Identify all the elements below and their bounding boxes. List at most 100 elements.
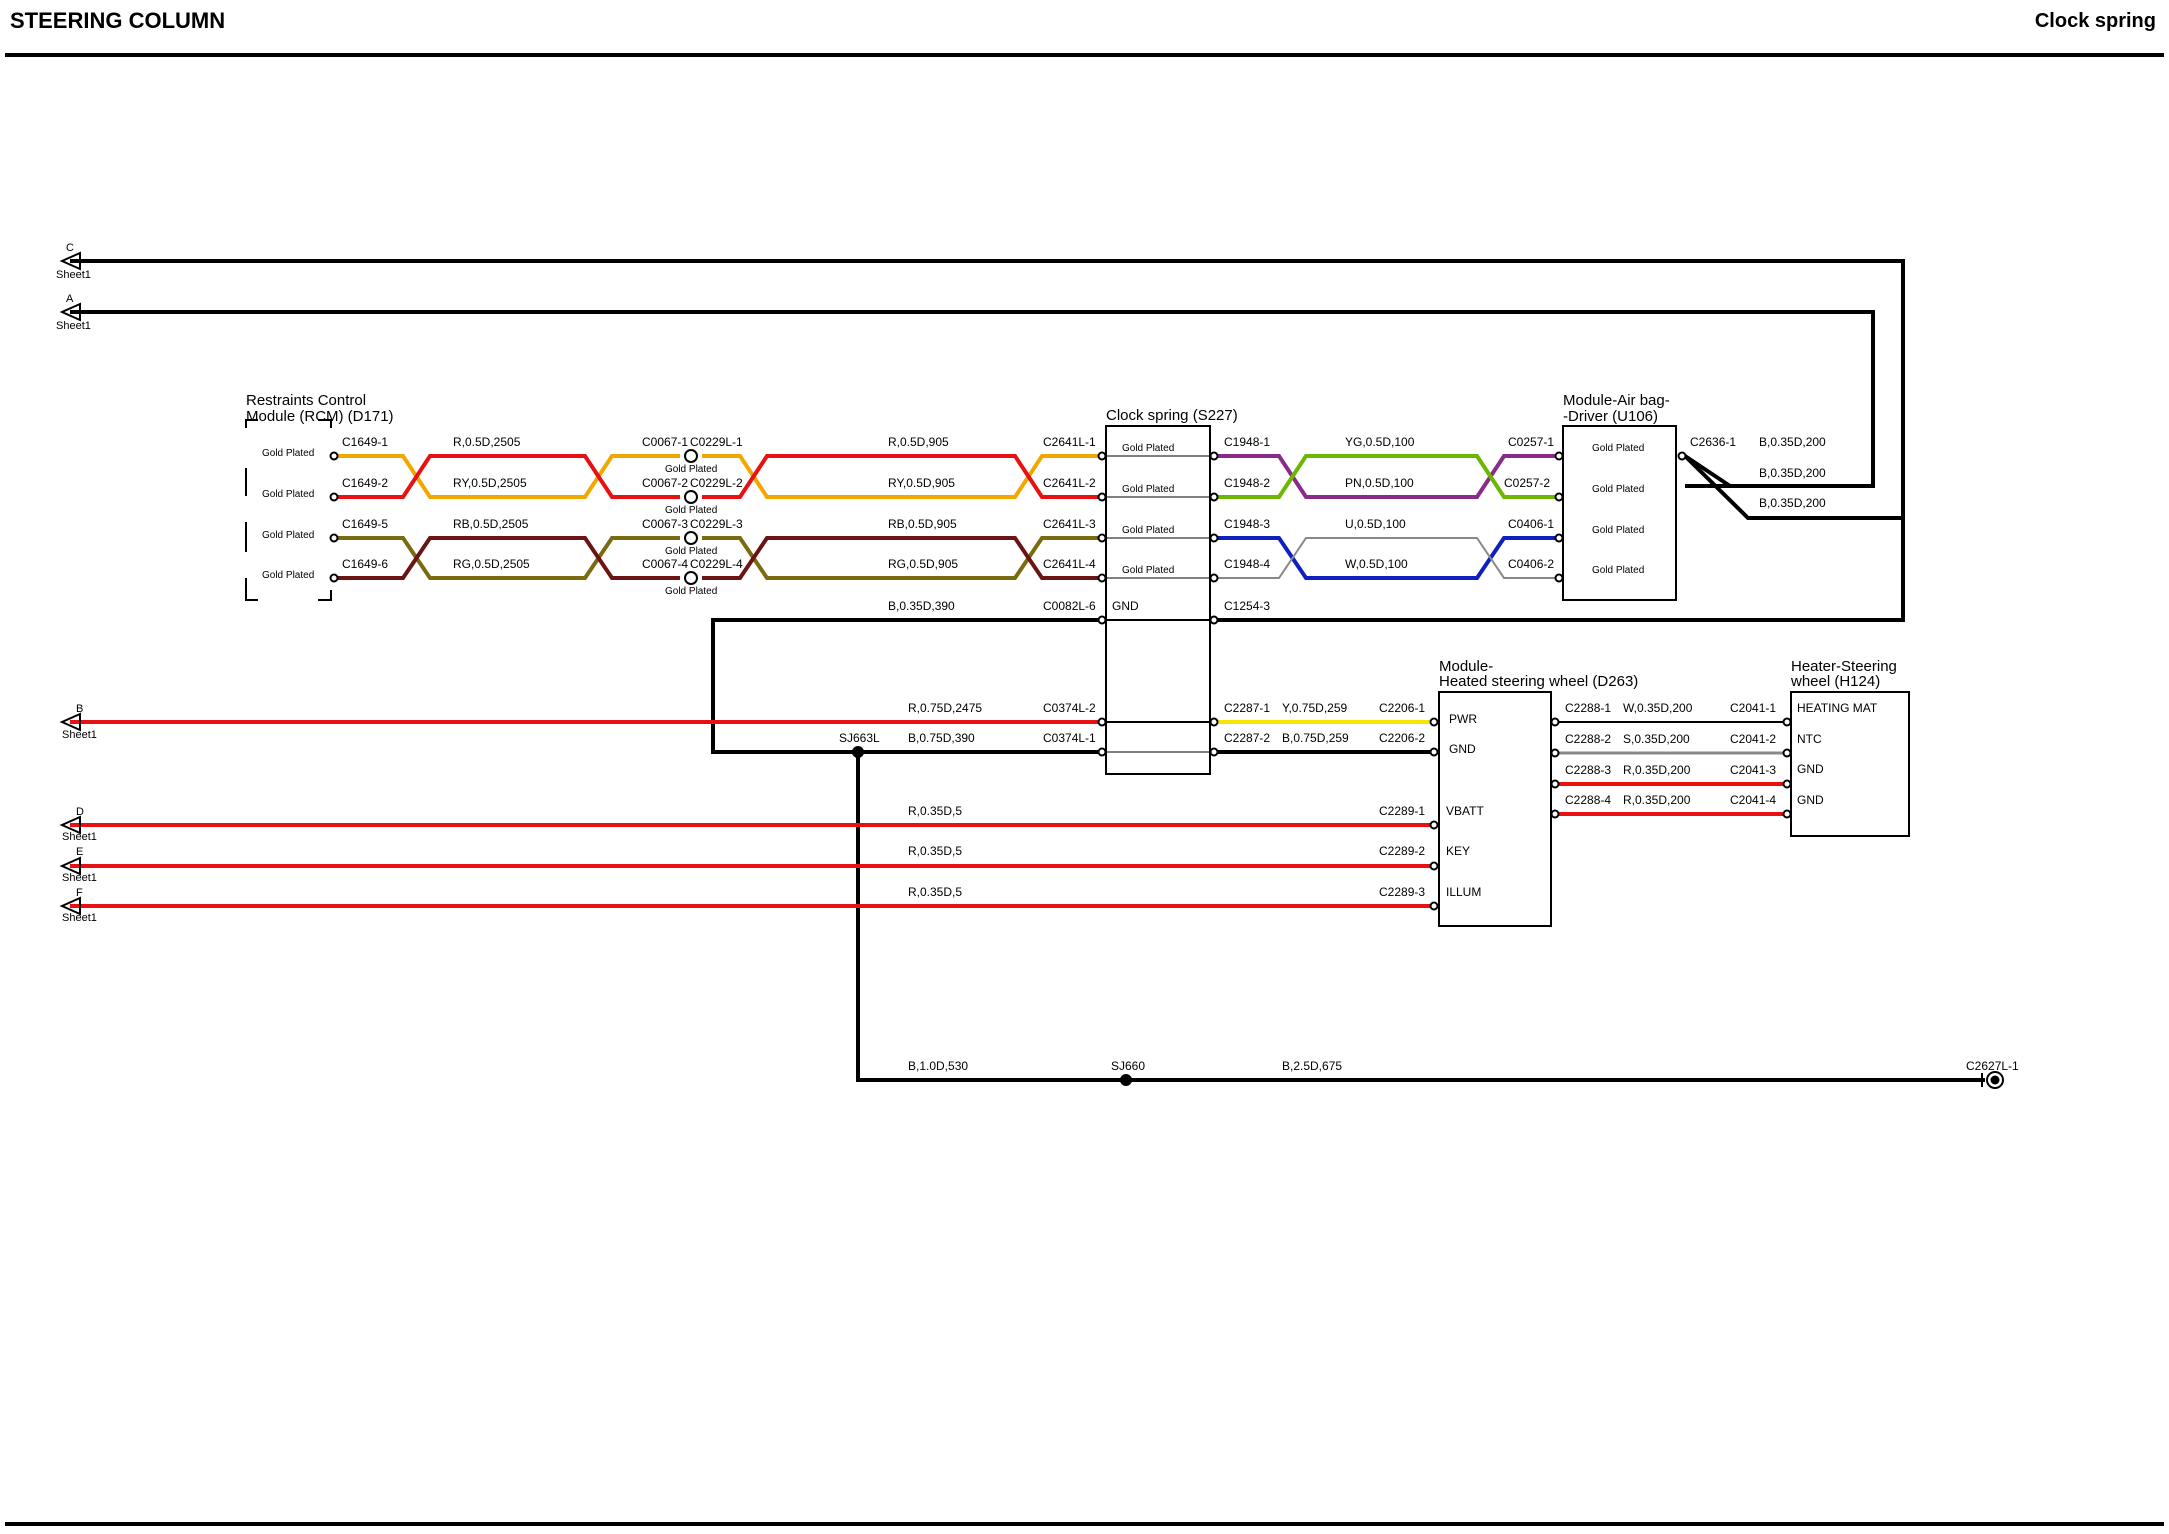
pin-terminals (329, 451, 1792, 911)
connector-label: C0229L-4 (690, 557, 743, 571)
wire-c-loop (70, 259, 1905, 622)
heater-pin-label: HEATING MAT (1797, 701, 1878, 715)
connector-label: C2641L-1 (1043, 435, 1096, 449)
twisted-pair-clock-airbag-1 (1216, 454, 1556, 499)
connector-label: C1649-2 (342, 476, 388, 490)
clockspring-box (1105, 425, 1211, 775)
airbag-title-line2: -Driver (U106) (1563, 408, 1658, 425)
connector-label: C2288-1 (1565, 701, 1611, 715)
rcm-gold-label: Gold Plated (262, 530, 314, 541)
rcm-title-line2: Module (RCM) (D171) (246, 408, 394, 425)
wire-gnd-loop (711, 618, 1100, 754)
connector-label: C0374L-1 (1043, 731, 1096, 745)
heater-element-box (1790, 691, 1910, 837)
heated-pin-label: ILLUM (1446, 885, 1481, 899)
wire-label: RB,0.5D,2505 (453, 517, 529, 531)
connector-label: C0229L-2 (690, 476, 743, 490)
connector-label: C2289-3 (1379, 885, 1425, 899)
connector-label: C2206-1 (1379, 701, 1425, 715)
twisted-pair-rcm-inline-1 (338, 454, 680, 499)
twisted-pair-rcm-inline-2 (338, 536, 680, 580)
wire-label: W,0.35D,200 (1623, 701, 1693, 715)
clockspring-gold-label: Gold Plated (1122, 565, 1174, 576)
offsheet-sheet: Sheet1 (56, 269, 91, 281)
wire-label: B,0.35D,200 (1759, 466, 1826, 480)
connector-label: C0067-3 (642, 517, 688, 531)
wire-label: B,0.35D,390 (888, 599, 955, 613)
rcm-gold-label: Gold Plated (262, 448, 314, 459)
heater-pin-label: GND (1797, 762, 1824, 776)
heated-wheel-module-box (1438, 691, 1552, 927)
connector-label: C0406-1 (1508, 517, 1554, 531)
connector-label: C2641L-3 (1043, 517, 1096, 531)
connector-label: C1649-5 (342, 517, 388, 531)
wire-label: B,2.5D,675 (1282, 1059, 1342, 1073)
inline-connectors (684, 449, 698, 585)
wire-label: B,0.35D,200 (1759, 496, 1826, 510)
connector-label: C0082L-6 (1043, 599, 1096, 613)
connector-label: C2041-4 (1730, 793, 1776, 807)
connector-label: C2636-1 (1690, 435, 1736, 449)
wire-label: B,1.0D,530 (908, 1059, 968, 1073)
offsheet-sheet: Sheet1 (62, 729, 97, 741)
offsheet-sheet: Sheet1 (62, 912, 97, 924)
heated-pin-label: KEY (1446, 844, 1470, 858)
connector-label: C0067-4 (642, 557, 688, 571)
inline-gold-label: Gold Plated (665, 505, 717, 516)
wire-label: R,0.35D,5 (908, 844, 962, 858)
heated-pin-label: VBATT (1446, 804, 1484, 818)
splice-label: SJ660 (1111, 1059, 1145, 1073)
clockspring-gnd-label: GND (1112, 599, 1139, 613)
clockspring-title: Clock spring (S227) (1106, 407, 1238, 424)
offsheet-letter: B (76, 703, 83, 715)
wire-label: R,0.35D,200 (1623, 763, 1691, 777)
page-title: STEERING COLUMN (10, 8, 226, 33)
wire-label: RG,0.5D,905 (888, 557, 958, 571)
rcm-gold-label: Gold Plated (262, 570, 314, 581)
wire-label: W,0.5D,100 (1345, 557, 1408, 571)
connector-label: C1649-1 (342, 435, 388, 449)
wire-airbag-out-3 (1683, 454, 1903, 520)
connector-label: C2627L-1 (1966, 1059, 2019, 1073)
twisted-pair-inline-clock-1 (702, 454, 1100, 499)
wire-label: R,0.5D,2505 (453, 435, 521, 449)
airbag-gold-label: Gold Plated (1592, 565, 1644, 576)
splice-sj663l (852, 746, 864, 758)
offsheet-letter: D (76, 806, 84, 818)
clockspring-gold-label: Gold Plated (1122, 525, 1174, 536)
wire-label: RY,0.5D,2505 (453, 476, 527, 490)
offsheet-sheet: Sheet1 (62, 872, 97, 884)
connector-label: C2288-2 (1565, 732, 1611, 746)
wire-label: R,0.35D,5 (908, 885, 962, 899)
page-subtitle: Clock spring (2034, 10, 2156, 32)
offsheet-letter: C (66, 242, 74, 254)
wire-label: B,0.35D,200 (1759, 435, 1826, 449)
airbag-title-line1: Module-Air bag- (1563, 392, 1670, 409)
connector-label: C0229L-1 (690, 435, 743, 449)
inline-gold-label: Gold Plated (665, 546, 717, 557)
wire-label: R,0.35D,5 (908, 804, 962, 818)
rcm-module (245, 419, 332, 601)
connector-label: C0374L-2 (1043, 701, 1096, 715)
connector-label: C0257-2 (1504, 476, 1550, 490)
airbag-gold-label: Gold Plated (1592, 484, 1644, 495)
wire-label: RG,0.5D,2505 (453, 557, 530, 571)
connector-label: C2288-4 (1565, 793, 1611, 807)
offsheet-arrows (59, 251, 81, 916)
black-wires (70, 259, 1985, 1082)
wire-label: RY,0.5D,905 (888, 476, 955, 490)
wire-label: R,0.35D,200 (1623, 793, 1691, 807)
offsheet-letter: A (66, 293, 74, 305)
connector-label: C2206-2 (1379, 731, 1425, 745)
rcm-gold-label: Gold Plated (262, 489, 314, 500)
heater-title-line2: wheel (H124) (1790, 673, 1880, 690)
red-wires (70, 720, 1784, 908)
wire-label: R,0.5D,905 (888, 435, 949, 449)
offsheet-letter: E (76, 846, 83, 858)
wire-a-loop (70, 310, 1875, 488)
heated-title-line1: Module- (1439, 658, 1493, 675)
wire-label: Y,0.75D,259 (1282, 701, 1347, 715)
heated-pin-label: PWR (1449, 712, 1477, 726)
ground-eyelet (1981, 1071, 2004, 1089)
